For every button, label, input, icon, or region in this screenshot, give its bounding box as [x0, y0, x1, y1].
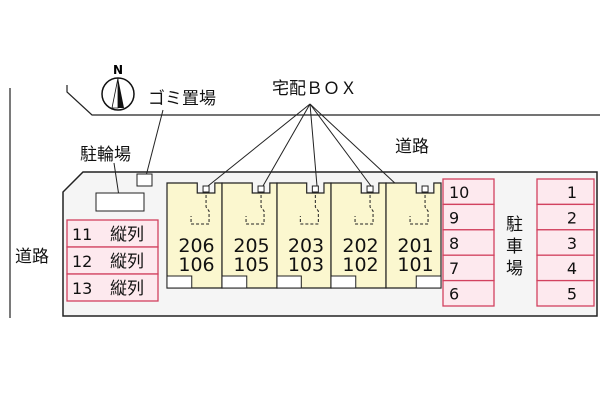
- bicycle-row-box: [66, 219, 159, 248]
- parking-space: 2: [536, 203, 595, 231]
- garbage-box: [136, 173, 153, 187]
- unit-number-upper: 202: [342, 235, 378, 257]
- garbage-area-label: ゴミ置場: [148, 88, 216, 109]
- parking-space-number: 3: [567, 234, 577, 253]
- parking-space-box: [536, 203, 595, 231]
- bicycle-row-type: 縦列: [110, 252, 144, 272]
- parking-space-number: 10: [449, 183, 469, 202]
- parking-label-char: 車: [506, 237, 523, 257]
- parking-space: 4: [536, 254, 595, 282]
- delivery-box-icon: [257, 185, 265, 193]
- compass-north-label: N: [113, 63, 123, 77]
- parking-space: 9: [442, 203, 495, 231]
- parking-space: 10: [442, 178, 495, 206]
- parking-space: 5: [536, 279, 595, 307]
- bicycle-row-type: 縦列: [110, 225, 144, 245]
- parking-space-number: 5: [567, 285, 577, 304]
- parking-space: 8: [442, 229, 495, 256]
- road-top-label: 道路: [395, 137, 429, 157]
- parking-column-mid: 10 9 8 7 6: [442, 178, 495, 307]
- parking-label: 駐 車 場: [506, 215, 523, 279]
- bicycle-row-number: 13: [72, 279, 92, 298]
- entry-box: [330, 275, 357, 289]
- parking-space-box: [442, 229, 495, 256]
- parking-space-box: [442, 203, 495, 231]
- delivery-box-label: 宅配ＢＯＸ: [272, 79, 357, 99]
- delivery-box-icon: [202, 185, 210, 193]
- parking-space-box: [536, 279, 595, 307]
- unit-number-lower: 105: [233, 254, 269, 276]
- parking-space-box: [442, 254, 495, 282]
- parking-space-number: 8: [449, 234, 459, 253]
- stair-path: [299, 195, 319, 225]
- parking-space-box: [536, 254, 595, 282]
- unit-number-upper: 201: [397, 235, 433, 257]
- parking-space-number: 6: [449, 285, 459, 304]
- stair-path: [245, 195, 265, 225]
- delivery-box-icon: [311, 185, 319, 193]
- parking-space-number: 9: [449, 208, 459, 227]
- parking-space-box: [536, 229, 595, 256]
- parking-space: 3: [536, 229, 595, 256]
- unit-number-upper: 203: [288, 235, 324, 257]
- delivery-box-icon: [366, 185, 374, 193]
- stair-path: [409, 195, 429, 225]
- parking-space: 6: [442, 279, 495, 307]
- unit-number-lower: 103: [288, 254, 324, 276]
- entry-box: [221, 275, 248, 289]
- road-left-label: 道路: [15, 247, 49, 267]
- unit-number-upper: 206: [178, 235, 214, 257]
- unit-number-lower: 102: [342, 254, 378, 276]
- bicycle-row-box: [66, 246, 159, 275]
- entry-box: [166, 275, 193, 289]
- parking-space-box: [442, 178, 495, 206]
- stair-path: [190, 195, 210, 225]
- parking-space: 1: [536, 178, 595, 206]
- bicycle-row-type: 縦列: [110, 279, 144, 299]
- parking-space-box: [442, 279, 495, 307]
- bicycle-row: 12 縦列: [66, 246, 159, 275]
- leader-lines: [113, 103, 399, 204]
- entry-box: [276, 275, 302, 289]
- parking-space-number: 2: [567, 208, 577, 227]
- parking-space-number: 7: [449, 259, 459, 278]
- parking-space-number: 4: [567, 259, 577, 278]
- bicycle-row-box: [66, 273, 159, 302]
- parking-space: 7: [442, 254, 495, 282]
- bicycle-row: 13 縦列: [66, 273, 159, 302]
- bicycle-row-number: 11: [72, 225, 92, 244]
- bicycle-shed: [95, 192, 145, 212]
- unit-number-lower: 106: [178, 254, 214, 276]
- bicycle-row: 11 縦列: [66, 219, 159, 248]
- stair-path: [354, 195, 374, 225]
- parking-label-char: 場: [506, 259, 523, 279]
- parking-column-right: 1 2 3 4 5: [536, 178, 595, 307]
- parking-space-number: 1: [567, 183, 577, 202]
- parking-label-char: 駐: [506, 215, 523, 235]
- parking-space-box: [536, 178, 595, 206]
- bicycle-parking-label: 駐輪場: [80, 145, 131, 165]
- unit-number-lower: 101: [397, 254, 433, 276]
- delivery-box-icon: [421, 185, 429, 193]
- north-compass-icon: N: [101, 63, 135, 111]
- entry-box: [415, 275, 442, 289]
- bicycle-row-number: 12: [72, 252, 92, 271]
- bicycle-rows: 11 縦列 12 縦列 13 縦列: [66, 219, 159, 302]
- unit-number-upper: 205: [233, 235, 269, 257]
- road-top-edge: [66, 85, 600, 116]
